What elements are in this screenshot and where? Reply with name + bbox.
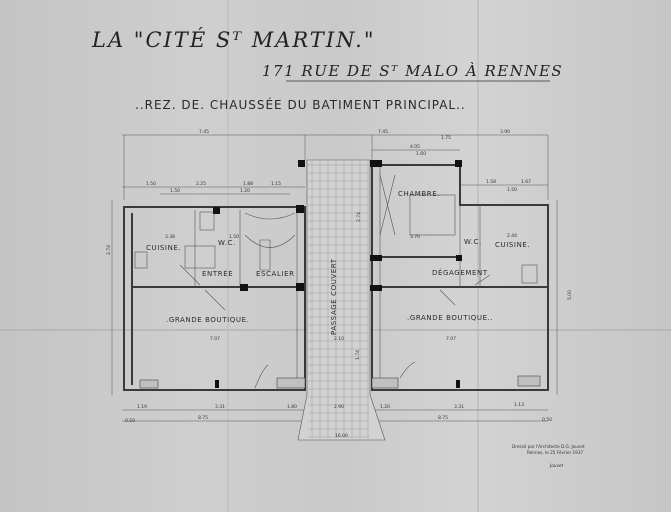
dimension-label: 1.75	[441, 135, 451, 141]
dimension-label: 1.88	[243, 181, 253, 187]
dimension-label: 1.50	[170, 188, 180, 194]
dimension-label: 16.00	[335, 433, 348, 439]
dimension-label: 1.80	[287, 404, 297, 410]
dimension-label: 4.05	[410, 144, 420, 150]
room-label-passage-couvert: PASSAGE COUVERT	[330, 258, 338, 335]
plan-title: LA "CITÉ Sᵀ MARTIN."	[91, 28, 375, 52]
dimension-label: 2.90	[334, 404, 344, 410]
dimension-label: 1.67	[521, 179, 531, 185]
dimension-label: 1.50	[507, 187, 517, 193]
dimension-label: 1.20	[240, 188, 250, 194]
dimension-labels: 7.45 7.45 3.90 1.50 2.25 1.88 1.15 1.50 …	[106, 129, 573, 439]
room-label-degagement: DÉGAGEMENT	[432, 268, 488, 277]
dimension-label: 1.60	[416, 151, 426, 157]
dimension-label: 1.74	[355, 350, 361, 360]
dimension-label: 0.50	[542, 417, 552, 423]
dimension-label: 7.45	[199, 129, 209, 135]
left-building-walls	[123, 160, 306, 391]
dimension-label: 3.31	[215, 404, 225, 410]
room-label-wc-right: W.C.	[464, 238, 482, 246]
right-building-walls	[370, 160, 549, 391]
dimension-label: 7.07	[210, 336, 220, 342]
dimension-label: 3.38	[165, 234, 175, 240]
dimension-label: 2.10	[334, 336, 344, 342]
dimension-label: 1.19	[137, 404, 147, 410]
dimension-label: 0.50	[125, 418, 135, 424]
dimension-label: 2.74	[106, 245, 112, 255]
dimension-label: 7.07	[446, 336, 456, 342]
dimension-label: 1.20	[380, 404, 390, 410]
room-label-cuisine-right: CUISINE.	[495, 241, 530, 249]
room-label-boutique-left: .GRANDE BOUTIQUE.	[166, 316, 249, 324]
plan-subtitle: ..REZ. DE. CHAUSSÉE DU BATIMENT PRINCIPA…	[135, 97, 466, 112]
dimension-label: 2.25	[196, 181, 206, 187]
dimension-lines	[111, 134, 558, 422]
dimension-label: 1.13	[514, 402, 524, 408]
room-label-entree: ENTRÉE	[202, 269, 233, 278]
dimension-label: 3.31	[454, 404, 464, 410]
dimension-label: 2.74	[356, 212, 362, 222]
dimension-label: 1.50	[229, 234, 239, 240]
dimension-label: 2.44	[507, 233, 517, 239]
room-label-cuisine-left: CUISINE.	[146, 244, 181, 252]
room-label-boutique-right: .GRANDE BOUTIQUE..	[407, 314, 493, 322]
dimension-label: 8.75	[198, 415, 208, 421]
passage-couvert-paving	[297, 159, 386, 441]
room-label-escalier: ESCALIER	[256, 270, 295, 278]
dimension-label: 1.58	[486, 179, 496, 185]
dimension-label: 3.90	[500, 129, 510, 135]
room-label-wc-left: W.C.	[218, 239, 236, 247]
dimension-label: 8.75	[438, 415, 448, 421]
dimension-label: 5.00	[567, 290, 573, 300]
architect-signature: Jouvet	[549, 463, 564, 468]
dimension-label: 3.70	[410, 234, 420, 240]
signature-line-2: Rennes, le 25 Février 1937	[527, 450, 583, 455]
signature-block: Dressé par l'Architecte D.G. Jouvet Renn…	[512, 444, 585, 468]
dimension-label: 1.15	[271, 181, 281, 187]
dimension-label: 7.45	[378, 129, 388, 135]
signature-line-1: Dressé par l'Architecte D.G. Jouvet	[512, 444, 585, 449]
plan-address: 171 RUE DE Sᵀ MALO À RENNES	[262, 62, 563, 80]
dimension-label: 1.50	[146, 181, 156, 187]
room-label-chambre: CHAMBRE.	[398, 190, 440, 198]
